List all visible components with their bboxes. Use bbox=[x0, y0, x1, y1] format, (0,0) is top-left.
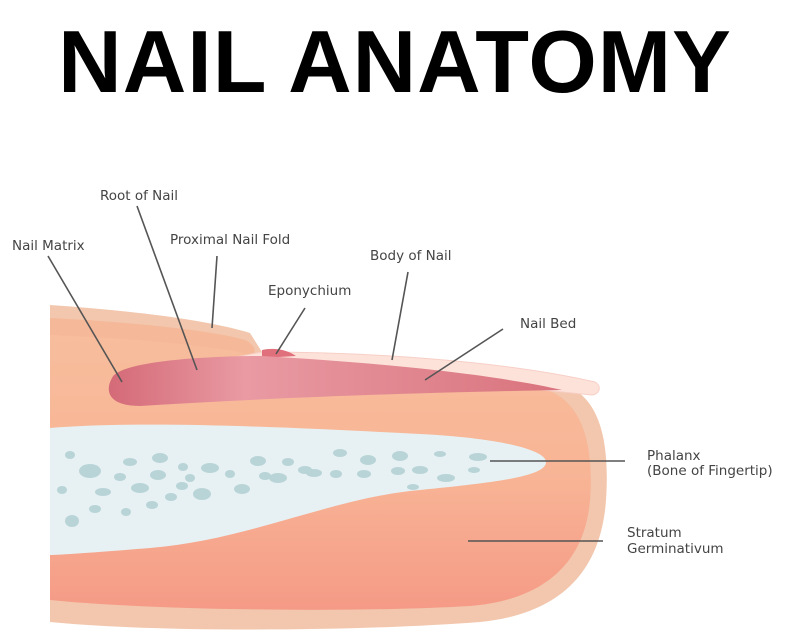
label-nail-matrix: Nail Matrix bbox=[12, 238, 123, 383]
label-root-of-nail: Root of Nail bbox=[100, 188, 198, 371]
bone-dot bbox=[150, 470, 166, 480]
label-text: Root of Nail bbox=[100, 188, 178, 204]
bone-dot bbox=[79, 464, 101, 478]
label-text: Nail Bed bbox=[520, 316, 576, 332]
label-text: Germinativum bbox=[627, 541, 724, 557]
bone-dot bbox=[225, 470, 235, 478]
bone-dot bbox=[95, 488, 111, 496]
label-text: Body of Nail bbox=[370, 248, 452, 264]
label-stratum-germinativum: Stratum Germinativum bbox=[468, 525, 724, 557]
eponychium bbox=[262, 348, 296, 358]
bone-dot bbox=[259, 472, 271, 480]
bone-dot bbox=[152, 453, 168, 463]
bone-dot bbox=[65, 515, 79, 527]
bone-dot bbox=[392, 451, 408, 461]
bone-dot bbox=[357, 470, 371, 478]
label-text: Stratum bbox=[627, 525, 682, 541]
label-text: Nail Matrix bbox=[12, 238, 85, 254]
bone-dot bbox=[201, 463, 219, 473]
label-phalanx: Phalanx (Bone of Fingertip) bbox=[490, 448, 773, 479]
label-nail-bed: Nail Bed bbox=[424, 316, 576, 381]
label-text: Eponychium bbox=[268, 283, 351, 299]
label-text: Phalanx bbox=[647, 448, 701, 464]
bone-dot bbox=[360, 455, 376, 465]
bone-dot bbox=[234, 484, 250, 494]
bone-dot bbox=[407, 484, 419, 490]
bone-dot bbox=[114, 473, 126, 481]
bone-dot bbox=[57, 486, 67, 494]
label-eponychium: Eponychium bbox=[268, 283, 351, 355]
bone-dot bbox=[412, 466, 428, 474]
bone-dot bbox=[269, 473, 287, 483]
bone-dot bbox=[121, 508, 131, 516]
bone-dot bbox=[65, 451, 75, 459]
phalanx-bone bbox=[50, 424, 546, 555]
bone-dot bbox=[306, 469, 322, 477]
bone-marrow-dots bbox=[57, 449, 487, 527]
label-text: Proximal Nail Fold bbox=[170, 232, 290, 248]
bone-dot bbox=[193, 488, 211, 500]
bone-dot bbox=[89, 505, 101, 513]
bone-dot bbox=[131, 483, 149, 493]
bone-dot bbox=[185, 474, 195, 482]
bone-dot bbox=[333, 449, 347, 457]
bone-dot bbox=[437, 474, 455, 482]
label-body-of-nail: Body of Nail bbox=[370, 248, 452, 361]
bone-dot bbox=[165, 493, 177, 501]
bone-dot bbox=[468, 467, 480, 473]
bone-dot bbox=[178, 463, 188, 471]
label-proximal-nail-fold: Proximal Nail Fold bbox=[170, 232, 290, 329]
bone-dot bbox=[282, 458, 294, 466]
bone-dot bbox=[330, 470, 342, 478]
label-text: (Bone of Fingertip) bbox=[647, 463, 773, 479]
bone-dot bbox=[434, 451, 446, 457]
diagram-title: NAIL ANATOMY bbox=[58, 12, 732, 111]
bone-dot bbox=[176, 482, 188, 490]
bone-dot bbox=[146, 501, 158, 509]
bone-dot bbox=[123, 458, 137, 466]
nail-bed bbox=[108, 356, 562, 406]
bone-dot bbox=[250, 456, 266, 466]
bone-dot bbox=[391, 467, 405, 475]
bone-dot bbox=[469, 453, 487, 461]
